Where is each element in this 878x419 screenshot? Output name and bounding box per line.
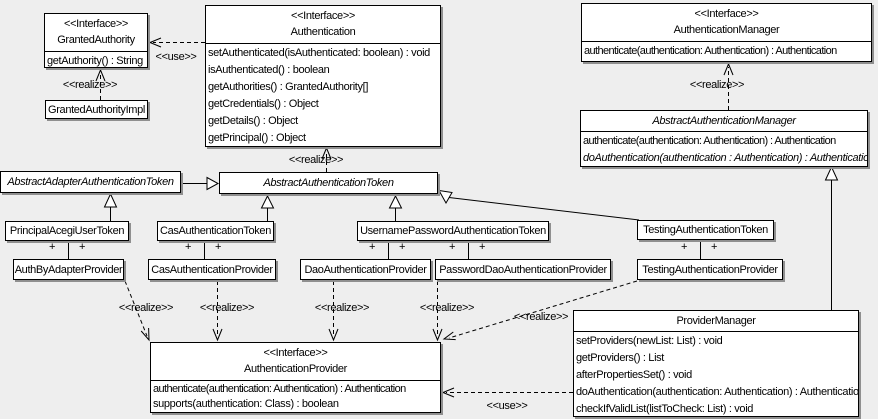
class-name: GrantedAuthorityImpl xyxy=(48,103,145,116)
edge-label-realize: <<realize>> xyxy=(419,302,475,314)
class-name: CasAuthenticationToken xyxy=(160,225,271,237)
class-provider-manager[interactable]: ProviderManager setProviders(newList: Li… xyxy=(573,310,859,417)
edge-realize-daoauthenticationprovider-authenticationprovider xyxy=(328,281,339,342)
method: authenticate(authentication: Authenticat… xyxy=(584,45,837,57)
association-end-plus: + xyxy=(448,241,456,253)
stereotype-interface: <<Interface>> xyxy=(291,10,355,22)
edge-generalize-testingauthenticationtoken-abstractauthenticationtoken xyxy=(438,189,640,221)
class-name: AuthByAdapterProvider xyxy=(14,263,123,276)
stereotype-interface: <<Interface>> xyxy=(64,18,128,30)
class-authentication-manager[interactable]: <<Interface>> AuthenticationManager auth… xyxy=(581,3,872,62)
edge-realize-abstractauthenticationmanager-authenticationmanager xyxy=(723,62,734,110)
class-abstract-authentication-token[interactable]: AbstractAuthenticationToken xyxy=(219,172,438,194)
edge-realize-casauthenticationprovider-authenticationprovider xyxy=(212,281,223,342)
edge-generalize-providermanager-abstractauthenticationmanager xyxy=(824,165,839,310)
class-name: Authentication xyxy=(290,26,356,38)
class-name: PasswordDaoAuthenticationProvider xyxy=(439,263,607,276)
association-end-plus: + xyxy=(48,241,56,253)
class-username-password-authentication-token[interactable]: UsernamePasswordAuthenticationToken xyxy=(357,221,549,241)
edge-realize-grantedauthorityimpl-grantedauthority xyxy=(95,68,106,100)
method-abstract: doAuthentication(authentication : Authen… xyxy=(583,152,867,164)
edge-label-realize: <<realize>> xyxy=(314,302,370,314)
class-testing-authentication-provider[interactable]: TestingAuthenticationProvider xyxy=(637,259,783,280)
class-cas-authentication-provider[interactable]: CasAuthenticationProvider xyxy=(148,259,276,280)
edge-generalize-abstractadapterauthenticationtoken-abstractauthenticationtoken xyxy=(181,176,220,191)
class-principal-acegi-user-token[interactable]: PrincipalAcegiUserToken xyxy=(5,221,129,241)
edge-label-use: <<use>> xyxy=(486,400,528,412)
method: getCredentials() : Object xyxy=(208,98,319,110)
method: afterPropertiesSet() : void xyxy=(576,369,692,381)
stereotype-interface: <<Interface>> xyxy=(263,347,328,359)
class-name: AuthenticationManager xyxy=(673,24,780,36)
class-auth-by-adapter-provider[interactable]: AuthByAdapterProvider xyxy=(13,259,124,280)
class-dao-authentication-provider[interactable]: DaoAuthenticationProvider xyxy=(300,259,431,280)
class-name: GrantedAuthority xyxy=(57,34,135,46)
class-authentication-provider[interactable]: <<Interface>> AuthenticationProvider aut… xyxy=(150,342,441,413)
association-end-plus: + xyxy=(398,241,406,253)
class-name: UsernamePasswordAuthenticationToken xyxy=(360,225,546,237)
edge-label-realize: <<realize>> xyxy=(689,79,745,91)
class-name: AbstractAuthenticationManager xyxy=(652,115,796,127)
edge-realize-abstractauthenticationtoken-authentication xyxy=(321,146,332,172)
edge-label-use: <<use>> xyxy=(155,51,197,63)
class-password-dao-authentication-provider[interactable]: PasswordDaoAuthenticationProvider xyxy=(435,259,611,280)
edge-label-realize: <<realize>> xyxy=(118,302,174,314)
class-cas-authentication-token[interactable]: CasAuthenticationToken xyxy=(157,221,274,241)
method: setProviders(newList: List) : void xyxy=(576,335,723,347)
association-end-plus: + xyxy=(214,241,222,253)
class-name: CasAuthenticationProvider xyxy=(151,263,273,276)
class-name: TestingAuthenticationProvider xyxy=(642,263,778,276)
method: checkIfValidList(listToCheck: List) : vo… xyxy=(576,403,754,415)
class-name: AuthenticationProvider xyxy=(244,363,347,375)
class-testing-authentication-token[interactable]: TestingAuthenticationToken xyxy=(637,220,774,240)
edge-label-realize: <<realize>> xyxy=(62,79,118,91)
method: getAuthority() : String xyxy=(47,55,143,67)
association-end-plus: + xyxy=(368,241,376,253)
edge-label-realize: <<realize>> xyxy=(199,302,255,314)
class-name: ProviderManager xyxy=(676,315,756,327)
method: setAuthenticated(isAuthenticated: boolea… xyxy=(208,47,430,59)
edge-realize-testingauthenticationprovider-authenticationprovider xyxy=(442,280,638,341)
class-abstract-authentication-manager[interactable]: AbstractAuthenticationManager authentica… xyxy=(580,110,868,167)
edge-generalize-principalacegiusertoken-abstractadapterauthenticationtoken xyxy=(103,192,118,221)
association-end-plus: + xyxy=(184,241,192,253)
method: getAuthorities() : GrantedAuthority[] xyxy=(208,81,369,93)
edge-generalize-usernamepasswordauthenticationtoken-abstractauthenticationtoken xyxy=(388,194,403,221)
edge-label-realize: <<realize>> xyxy=(288,154,344,166)
edge-realize-authbyadapterprovider-authenticationprovider xyxy=(124,280,150,342)
class-name: AbstractAdapterAuthenticationToken xyxy=(7,176,174,188)
class-name: TestingAuthenticationToken xyxy=(643,224,768,236)
class-name: DaoAuthenticationProvider xyxy=(304,263,427,276)
association-end-plus: + xyxy=(478,241,486,253)
method: authenticate(authentication: Authenticat… xyxy=(153,383,406,395)
association-end-plus: + xyxy=(78,241,86,253)
method: getProviders() : List xyxy=(576,352,665,364)
method: getDetails() : Object xyxy=(208,115,298,127)
method: doAuthentication(authentication: Authent… xyxy=(576,386,858,398)
class-granted-authority-impl[interactable]: GrantedAuthorityImpl xyxy=(45,100,148,119)
class-name: PrincipalAcegiUserToken xyxy=(9,225,125,237)
class-authentication[interactable]: <<Interface>> Authentication setAuthenti… xyxy=(205,5,441,147)
class-name: AbstractAuthenticationToken xyxy=(263,177,394,189)
class-abstract-adapter-authentication-token[interactable]: AbstractAdapterAuthenticationToken xyxy=(0,171,181,193)
method: authenticate(authentication: Authenticat… xyxy=(583,135,836,147)
edge-use-authentication-grantedauthority xyxy=(148,37,205,48)
edge-generalize-casauthenticationtoken-abstractauthenticationtoken xyxy=(260,194,275,221)
edge-use-providermanager-authenticationprovider xyxy=(441,387,573,398)
association-end-plus: + xyxy=(710,241,718,253)
method: getPrincipal() : Object xyxy=(208,132,306,144)
stereotype-interface: <<Interface>> xyxy=(694,8,759,20)
method: isAuthenticated() : boolean xyxy=(208,64,330,76)
association-end-plus: + xyxy=(680,241,688,253)
edge-realize-passworddaoauthenticationprovider-authenticationprovider xyxy=(432,281,443,342)
edge-label-realize: <<realize>> xyxy=(513,311,569,323)
method: supports(authentication: Class) : boolea… xyxy=(153,398,339,410)
class-granted-authority[interactable]: <<Interface>> GrantedAuthority getAuthor… xyxy=(44,13,148,68)
